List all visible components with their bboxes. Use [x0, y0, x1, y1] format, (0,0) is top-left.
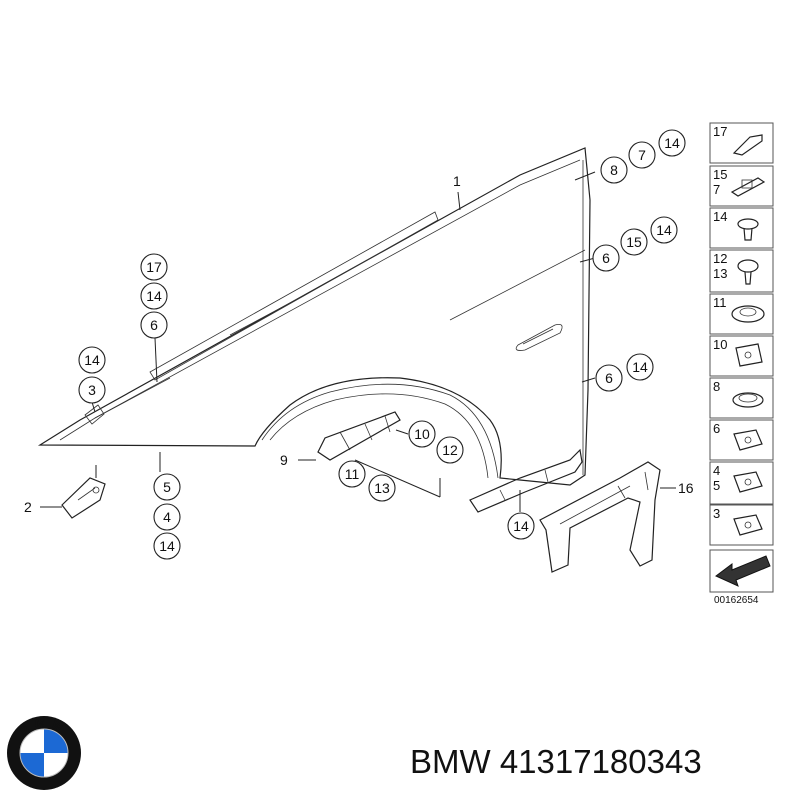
callout-number: 5	[163, 479, 171, 495]
fender-panel	[37, 147, 591, 486]
callout-bubble: 14	[153, 532, 181, 560]
callout-number: 14	[84, 352, 100, 368]
callout-number: 12	[442, 442, 458, 458]
legend-label: 5	[713, 478, 720, 493]
nut-clip-icon	[730, 177, 766, 197]
callout-number: 6	[602, 250, 610, 266]
legend-label: 17	[713, 124, 727, 139]
legend-label: 3	[713, 506, 720, 521]
callout-number: 3	[88, 382, 96, 398]
callout-bubble: 6	[595, 364, 623, 392]
legend-row: 11	[709, 293, 774, 335]
callout-number: 10	[414, 426, 430, 442]
legend-row: 157	[709, 165, 774, 207]
callout-bubble: 13	[368, 474, 396, 502]
callout-number: 17	[146, 259, 162, 275]
callout-number: 15	[626, 234, 642, 250]
callout-number: 14	[664, 135, 680, 151]
callout-9: 9	[280, 452, 288, 468]
grommet-icon	[731, 305, 765, 323]
legend-row: 6	[709, 419, 774, 461]
legend-row: 14	[709, 207, 774, 249]
callout-number: 14	[146, 288, 162, 304]
callout-2: 2	[24, 499, 32, 515]
bracket-icon	[735, 343, 763, 367]
fender-support-bracket	[539, 461, 661, 573]
legend-row: 3	[709, 504, 774, 546]
bmw-logo: BMW	[6, 715, 82, 791]
callout-bubble: 6	[592, 244, 620, 272]
ring-icon	[732, 392, 764, 408]
callout-number: 14	[656, 222, 672, 238]
callout-number: 13	[374, 480, 390, 496]
callout-number: 8	[610, 162, 618, 178]
logo-quadrant-blue-2	[20, 753, 44, 777]
callout-bubble: 6	[140, 311, 168, 339]
clip-icon	[732, 134, 763, 156]
callout-bubble: 14	[78, 346, 106, 374]
legend-label: 14	[713, 209, 727, 224]
legend-row: 17	[709, 122, 774, 164]
legend-label: 6	[713, 421, 720, 436]
legend-label: 10	[713, 337, 727, 352]
callout-bubble: 12	[436, 436, 464, 464]
callout-bubble: 14	[507, 512, 535, 540]
svg-text:1: 1	[453, 173, 461, 189]
callout-bubble: 14	[626, 353, 654, 381]
legend-row: 45	[709, 461, 774, 505]
callout-bubble: 15	[620, 228, 648, 256]
callout-bubble: 17	[140, 253, 168, 281]
svg-text:9: 9	[280, 452, 288, 468]
callout-number: 14	[159, 538, 175, 554]
callout-bubble: 10	[408, 420, 436, 448]
front-mount-clip	[61, 477, 106, 519]
legend-label: 15	[713, 167, 727, 182]
callout-number: 6	[605, 370, 613, 386]
callout-bubble: 8	[600, 156, 628, 184]
legend-label: 8	[713, 379, 720, 394]
callout-bubble: 14	[140, 282, 168, 310]
callout-bubble: 4	[153, 503, 181, 531]
diagram-code: 00162654	[714, 595, 759, 606]
pad-icon	[733, 471, 763, 493]
callout-number: 6	[150, 317, 158, 333]
legend-label: 11	[713, 295, 727, 310]
legend-row	[709, 549, 774, 593]
legend-label: 4	[713, 463, 720, 478]
callout-1: 1	[453, 173, 461, 189]
leader-lines	[40, 171, 676, 512]
callout-bubble: 3	[78, 376, 106, 404]
callout-bubble: 14	[658, 129, 686, 157]
legend-row: 10	[709, 335, 774, 377]
callout-number: 11	[345, 466, 360, 482]
callout-bubble: 7	[628, 141, 656, 169]
part-number-title: BMW 41317180343	[410, 743, 702, 780]
callout-number: 4	[163, 509, 171, 525]
legend-label: 12	[713, 251, 727, 266]
legend-label: 13	[713, 266, 727, 281]
svg-text:16: 16	[678, 480, 694, 496]
direction-arrow-icon	[715, 555, 771, 587]
pad-icon	[733, 514, 763, 536]
callout-bubble: 14	[650, 216, 678, 244]
callout-number: 7	[638, 147, 646, 163]
callout-bubble: 11	[338, 460, 366, 488]
callout-bubble: 5	[153, 473, 181, 501]
callout-16: 16	[678, 480, 694, 496]
rivet-icon	[737, 218, 759, 241]
svg-text:2: 2	[24, 499, 32, 515]
logo-quadrant-blue-1	[44, 729, 68, 753]
screw-icon	[737, 259, 759, 285]
pad-icon	[733, 429, 763, 451]
callout-number: 14	[513, 518, 529, 534]
arch-liner-bracket	[317, 411, 583, 513]
legend-label: 7	[713, 182, 720, 197]
legend-row: 8	[709, 377, 774, 419]
callout-number: 14	[632, 359, 648, 375]
callout-bubbles: 8 7 14 6 15 14 6 14 17 14 6 14 3 5 4 14 10 12 11 13 14	[78, 129, 686, 560]
